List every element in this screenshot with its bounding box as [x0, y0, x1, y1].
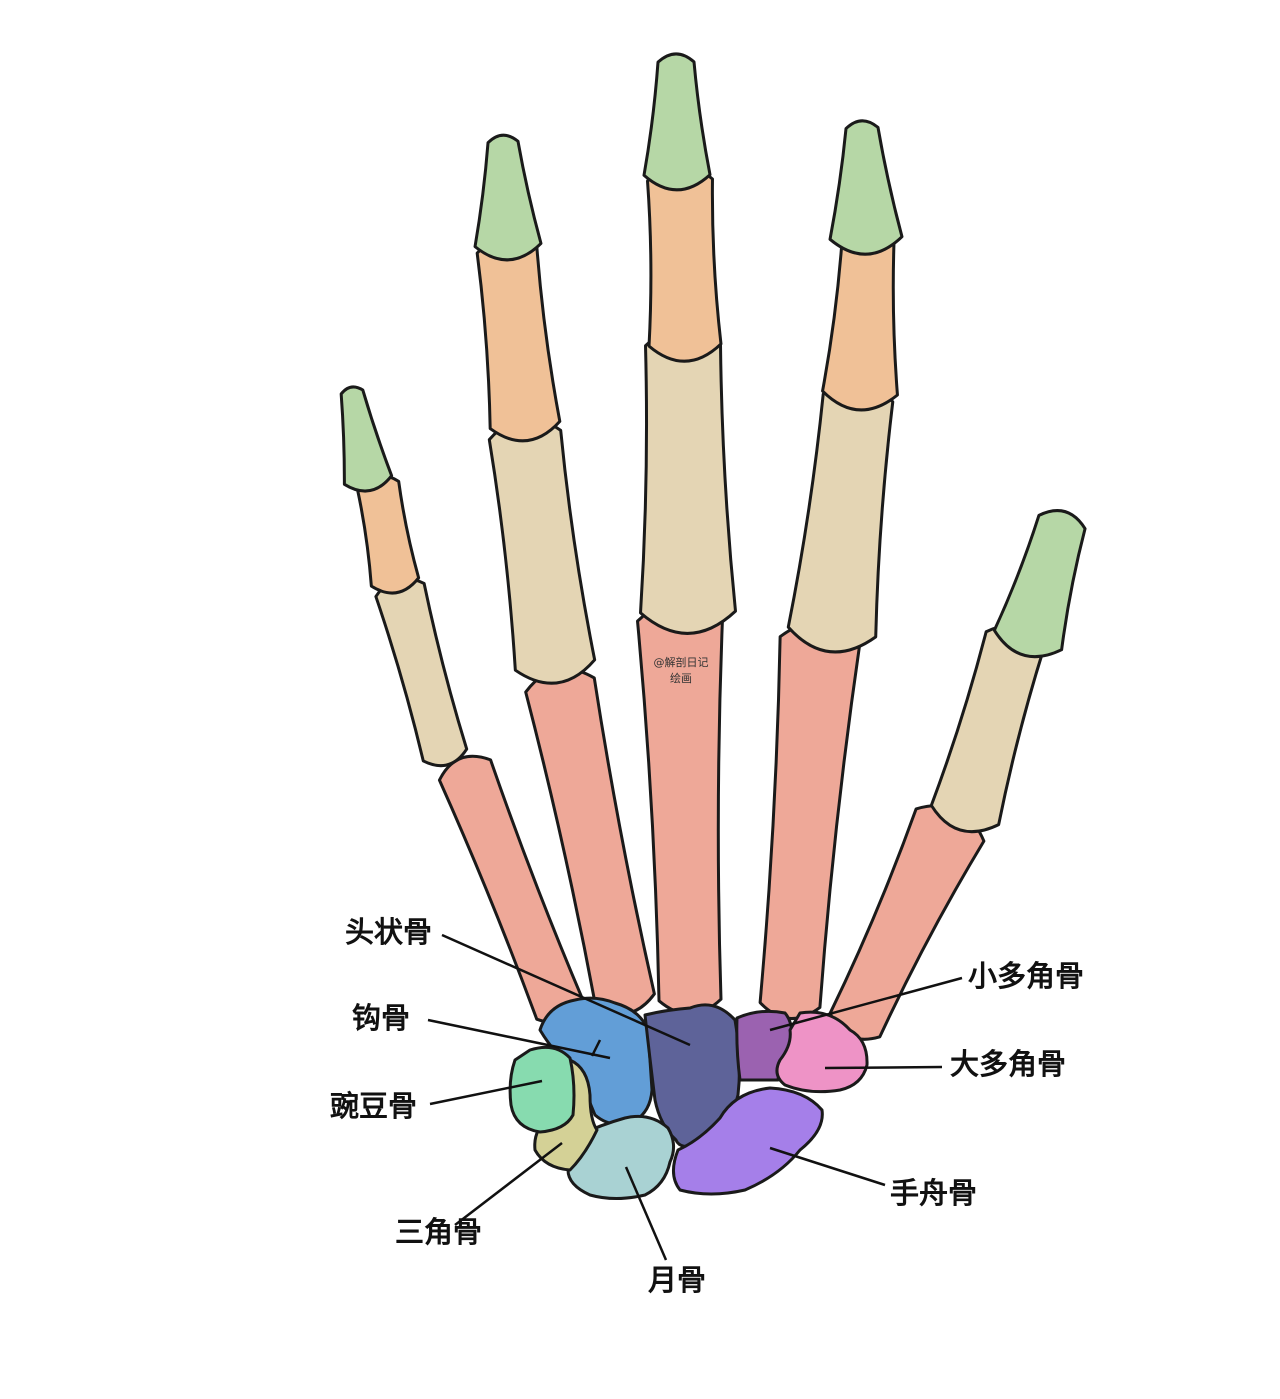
index-proximal-phalanx — [786, 380, 895, 654]
hamate-hook-line — [590, 1039, 602, 1057]
trapezium-leader-line — [824, 1065, 943, 1070]
index-middle-phalanx — [821, 228, 899, 412]
label-triquetrum: 三角骨 — [395, 1215, 482, 1249]
lunate-leader-line — [624, 1166, 668, 1261]
index-metacarpal — [758, 620, 862, 1021]
middle-proximal-phalanx — [639, 326, 737, 635]
little-middle-phalanx — [355, 473, 421, 595]
ring-middle-phalanx — [475, 234, 562, 443]
label-capitate: 头状骨 — [345, 915, 432, 949]
thumb-metacarpal — [828, 804, 986, 1041]
ring-proximal-phalanx — [487, 417, 597, 685]
watermark: @解剖日记 绘画 — [654, 655, 709, 685]
thumb-distal-phalanx — [992, 509, 1087, 659]
label-scaphoid: 手舟骨 — [890, 1176, 977, 1210]
scaphoid-leader-line — [769, 1146, 886, 1187]
little-distal-phalanx — [339, 385, 394, 493]
ring-metacarpal — [524, 667, 656, 1016]
capitate-leader-line — [441, 933, 691, 1047]
pisiform-leader-line — [429, 1079, 543, 1106]
label-hamate: 钩骨 — [352, 1001, 410, 1035]
label-trapezoid: 小多角骨 — [968, 959, 1084, 993]
triquetrum-leader-line — [454, 1142, 563, 1226]
hamate-leader-line — [427, 1018, 611, 1060]
trapezium-bone — [775, 1010, 869, 1094]
watermark-line-1: @解剖日记 — [654, 655, 709, 669]
ring-distal-phalanx — [473, 133, 543, 262]
label-lunate: 月骨 — [647, 1263, 706, 1297]
pisiform-bone — [508, 1045, 576, 1134]
label-trapezium: 大多角骨 — [950, 1047, 1066, 1081]
trapezoid-leader-line — [769, 976, 963, 1032]
middle-distal-phalanx — [642, 52, 712, 192]
scaphoid-bone — [672, 1086, 824, 1196]
little-proximal-phalanx — [374, 576, 469, 768]
watermark-line-2: 绘画 — [670, 671, 692, 685]
index-distal-phalanx — [828, 119, 904, 256]
label-pisiform: 豌豆骨 — [330, 1089, 417, 1123]
middle-middle-phalanx — [646, 163, 723, 363]
